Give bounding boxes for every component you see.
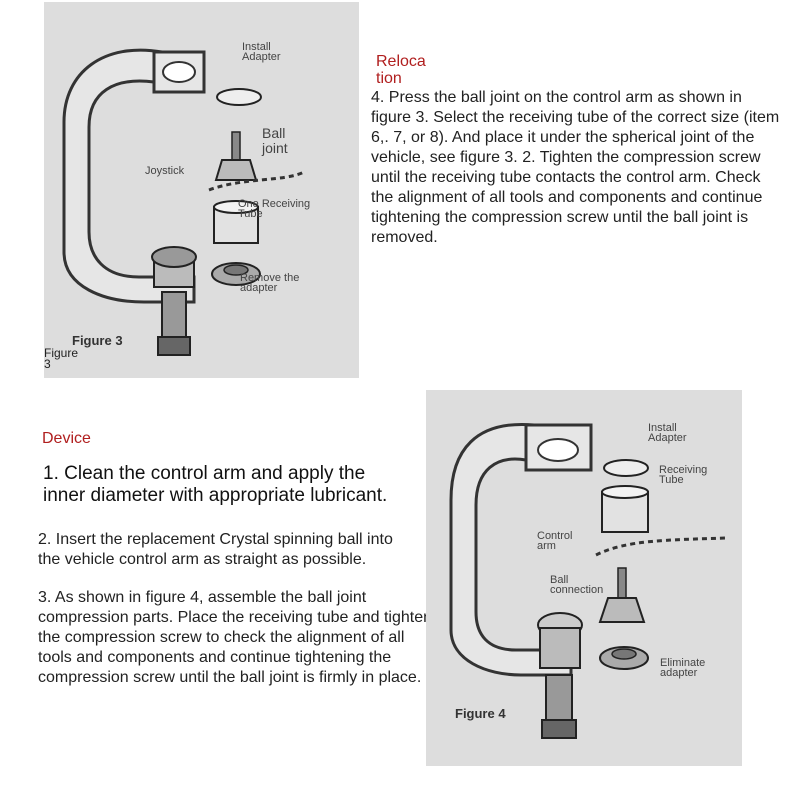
- device-step-1: 1. Clean the control arm and apply the i…: [43, 463, 388, 506]
- fig4-caption: Figure 4: [455, 706, 506, 721]
- fig3-caption-below: Figure 3: [44, 346, 79, 371]
- fig3-label-remove-adapter: Remove the adapter: [240, 272, 300, 294]
- fig4-label-install-adapter: Install Adapter: [648, 422, 687, 444]
- figure-3-image: [44, 2, 359, 378]
- fig4-label-control-arm: Control arm: [537, 530, 573, 552]
- figure-4-image: [426, 390, 742, 766]
- fig3-label-joystick: Joystick: [145, 165, 185, 177]
- fig3-label-ball-joint: Ball joint: [262, 125, 288, 156]
- device-heading: Device: [42, 430, 91, 447]
- fig3-caption-inside: Figure 3: [72, 333, 123, 348]
- fig3-label-receiving-tube: One Receiving Tube: [238, 198, 311, 220]
- relocation-heading: Reloca tion: [376, 53, 426, 87]
- figure-3-drawing: [44, 2, 359, 378]
- device-step-2: 2. Insert the replacement Crystal spinni…: [38, 531, 393, 568]
- fig4-label-ball-connection: Ball connection: [550, 574, 604, 596]
- figure-4-drawing: [426, 390, 742, 766]
- device-step-3: 3. As shown in figure 4, assemble the ba…: [38, 589, 433, 686]
- relocation-text: 4. Press the ball joint on the control a…: [371, 89, 780, 246]
- fig3-label-install-adapter: Install Adapter: [242, 41, 281, 63]
- fig4-label-receiving-tube: Receiving Tube: [659, 464, 708, 486]
- fig4-label-eliminate-adapter: Eliminate adapter: [660, 657, 706, 679]
